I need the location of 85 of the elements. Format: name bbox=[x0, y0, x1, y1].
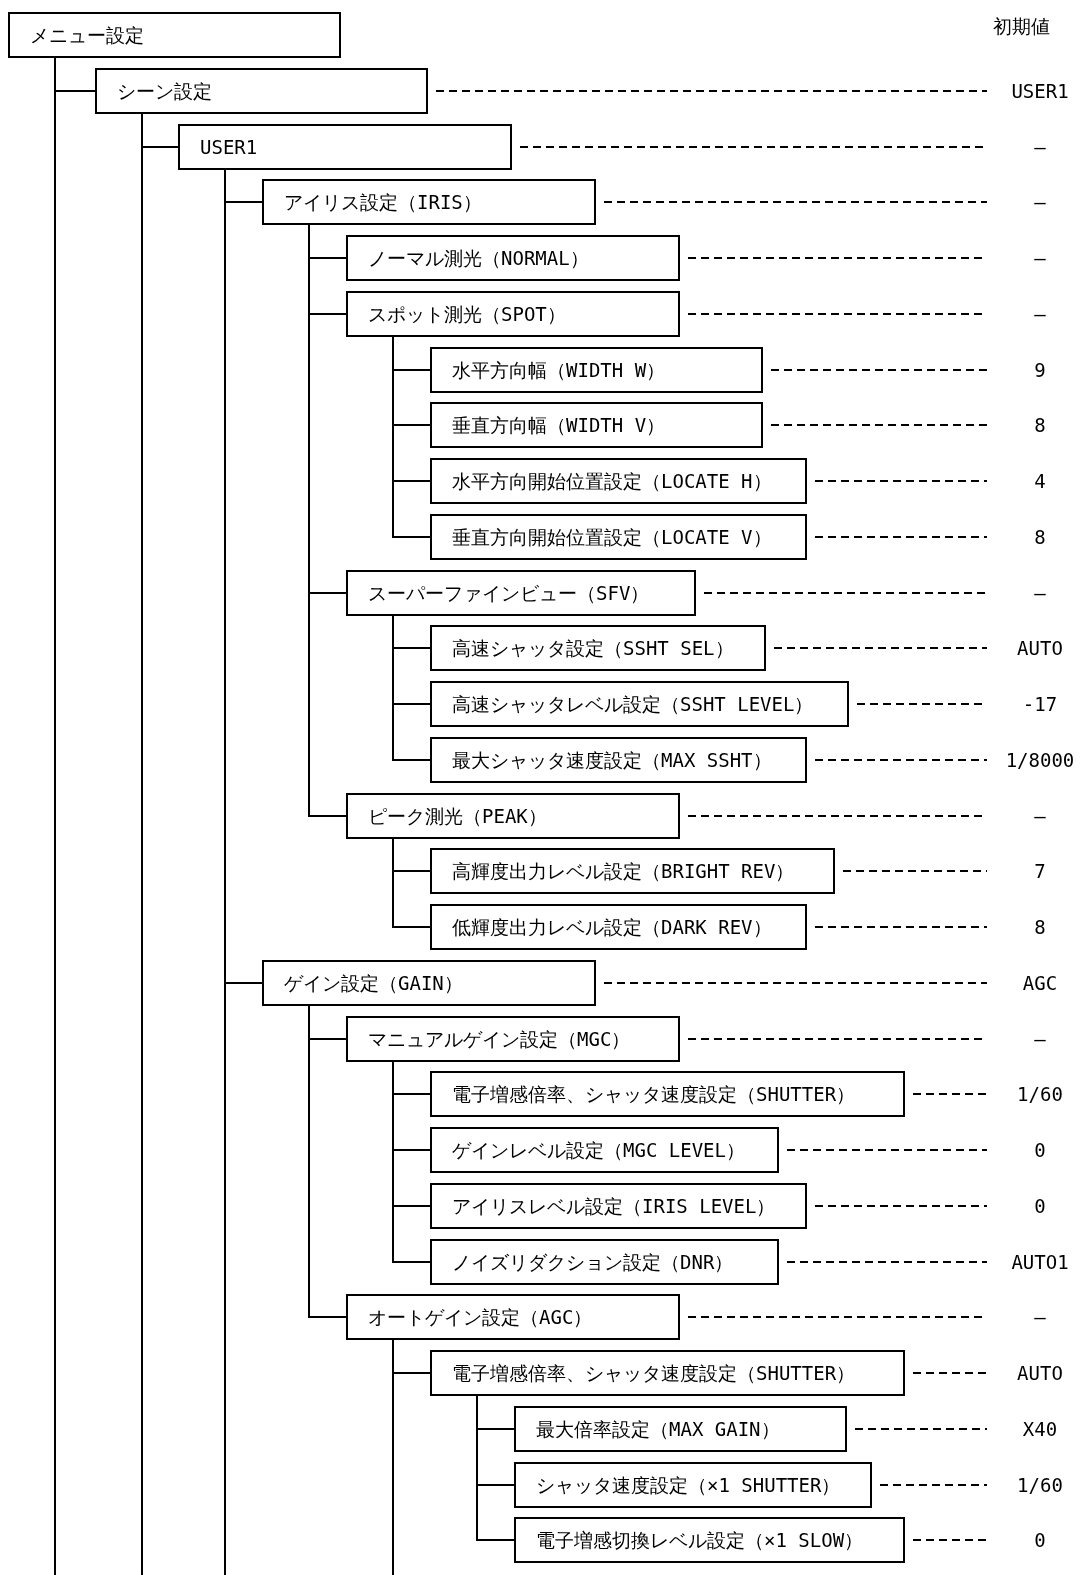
default-value: 0 bbox=[995, 1517, 1085, 1564]
default-value: AGC bbox=[995, 959, 1085, 1006]
menu-item-box: ノイズリダクション設定（DNR） bbox=[430, 1238, 779, 1285]
dashed-leader bbox=[814, 480, 988, 482]
dashed-leader bbox=[814, 926, 988, 928]
default-value: 0 bbox=[995, 1182, 1085, 1229]
default-value: — bbox=[995, 235, 1085, 281]
default-value: — bbox=[995, 290, 1085, 337]
menu-item-box: マニュアルゲイン設定（MGC） bbox=[346, 1015, 680, 1062]
menu-item-box: シーン設定 bbox=[95, 67, 428, 114]
menu-item-box: 水平方向開始位置設定（LOCATE H） bbox=[430, 458, 807, 504]
dashed-leader bbox=[435, 90, 988, 92]
tree-connector bbox=[392, 336, 431, 538]
dashed-leader bbox=[770, 369, 988, 371]
default-value: — bbox=[995, 123, 1085, 170]
menu-item-box: アイリスレベル設定（IRIS LEVEL） bbox=[430, 1182, 807, 1229]
tree-connector bbox=[392, 1061, 431, 1263]
default-value: 1/60 bbox=[995, 1461, 1085, 1508]
dashed-leader bbox=[814, 1205, 988, 1207]
menu-item-box: スーパーファインビュー（SFV） bbox=[346, 569, 696, 616]
menu-item-box: スポット測光（SPOT） bbox=[346, 290, 680, 337]
menu-item-box: シャッタ速度設定（×1 SHUTTER） bbox=[514, 1461, 872, 1508]
default-value: AUTO1 bbox=[995, 1238, 1085, 1285]
default-value: 1/60 bbox=[995, 1071, 1085, 1118]
dashed-leader bbox=[854, 1428, 988, 1430]
dashed-leader bbox=[786, 1261, 988, 1263]
menu-item-box: 最大倍率設定（MAX GAIN） bbox=[514, 1405, 847, 1452]
tree-connector bbox=[476, 1395, 515, 1541]
tree-connector bbox=[392, 1339, 431, 1374]
dashed-leader bbox=[912, 1539, 988, 1541]
default-value: X40 bbox=[995, 1405, 1085, 1452]
default-value: AUTO bbox=[995, 625, 1085, 672]
dashed-leader bbox=[703, 592, 988, 594]
dashed-leader bbox=[879, 1484, 988, 1486]
dashed-leader bbox=[814, 536, 988, 538]
dashed-leader bbox=[814, 759, 988, 761]
menu-item-box: アイリス設定（IRIS） bbox=[262, 179, 596, 226]
column-heading: 初期値 bbox=[993, 14, 1050, 39]
menu-item-box: 電子増感切換レベル設定（×1 SLOW） bbox=[514, 1517, 905, 1564]
default-value: 0 bbox=[995, 1127, 1085, 1173]
default-value: — bbox=[995, 179, 1085, 226]
tree-connector bbox=[141, 113, 179, 148]
menu-item-box: オートゲイン設定（AGC） bbox=[346, 1294, 680, 1341]
default-value: — bbox=[995, 792, 1085, 839]
menu-item-box: 高速シャッタレベル設定（SSHT LEVEL） bbox=[430, 681, 849, 727]
default-value: — bbox=[995, 1294, 1085, 1341]
default-value: USER1 bbox=[995, 67, 1085, 114]
default-value: — bbox=[995, 569, 1085, 616]
tree-connector bbox=[308, 1005, 347, 1318]
menu-item-box: 高輝度出力レベル設定（BRIGHT REV） bbox=[430, 848, 835, 895]
tree-connector bbox=[392, 615, 431, 761]
dashed-leader bbox=[603, 982, 988, 984]
dashed-leader bbox=[842, 870, 988, 872]
default-value: — bbox=[995, 1015, 1085, 1062]
menu-item-box: ピーク測光（PEAK） bbox=[346, 792, 680, 839]
menu-item-box: 垂直方向幅（WIDTH V） bbox=[430, 402, 763, 449]
default-value: 4 bbox=[995, 458, 1085, 504]
menu-item-box: 垂直方向開始位置設定（LOCATE V） bbox=[430, 513, 807, 560]
tree-connector bbox=[392, 838, 431, 928]
dashed-leader bbox=[786, 1149, 988, 1151]
menu-item-box: ゲイン設定（GAIN） bbox=[262, 959, 596, 1006]
menu-item-box: メニュー設定 bbox=[8, 12, 341, 58]
default-value: 9 bbox=[995, 346, 1085, 393]
default-value: 8 bbox=[995, 904, 1085, 950]
menu-item-box: USER1 bbox=[178, 123, 512, 170]
dashed-leader bbox=[773, 647, 988, 649]
dashed-leader bbox=[770, 424, 988, 426]
menu-item-box: ゲインレベル設定（MGC LEVEL） bbox=[430, 1127, 779, 1173]
menu-item-box: 電子増感倍率、シャッタ速度設定（SHUTTER） bbox=[430, 1350, 905, 1396]
menu-item-box: 低輝度出力レベル設定（DARK REV） bbox=[430, 904, 807, 950]
dashed-leader bbox=[912, 1093, 988, 1095]
tree-connector bbox=[54, 57, 96, 92]
default-value: 7 bbox=[995, 848, 1085, 895]
menu-item-box: 水平方向幅（WIDTH W） bbox=[430, 346, 763, 393]
default-value: 1/8000 bbox=[995, 736, 1085, 783]
dashed-leader bbox=[603, 201, 988, 203]
default-value: AUTO bbox=[995, 1350, 1085, 1396]
menu-item-box: ノーマル測光（NORMAL） bbox=[346, 235, 680, 281]
default-value: 8 bbox=[995, 402, 1085, 449]
menu-item-box: 最大シャッタ速度設定（MAX SSHT） bbox=[430, 736, 807, 783]
default-value: 8 bbox=[995, 513, 1085, 560]
dashed-leader bbox=[912, 1372, 988, 1374]
menu-item-box: 高速シャッタ設定（SSHT SEL） bbox=[430, 625, 766, 672]
menu-item-box: 電子増感倍率、シャッタ速度設定（SHUTTER） bbox=[430, 1071, 905, 1118]
default-value: -17 bbox=[995, 681, 1085, 727]
